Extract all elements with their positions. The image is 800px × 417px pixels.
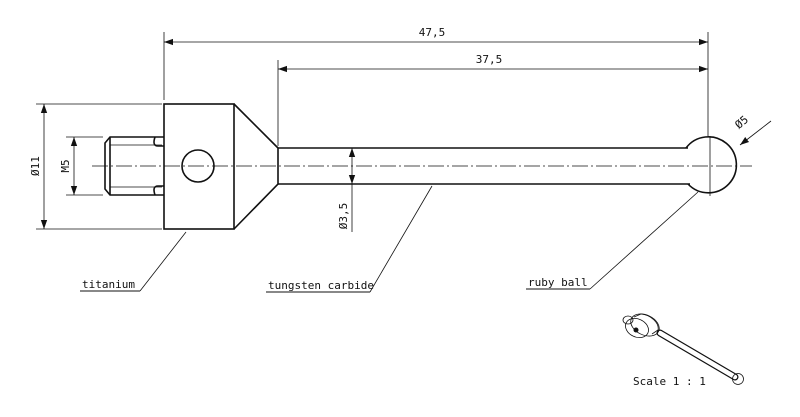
tungsten-carbide-label: tungsten carbide	[268, 279, 374, 292]
stem-length-dimension: 37,5	[476, 53, 503, 66]
cross-hole	[181, 149, 215, 183]
stylus-part	[92, 103, 752, 230]
dimensions: 47,5 37,5 Ø11 M5 Ø3,5 Ø5	[29, 26, 772, 232]
overall-length-dimension: 47,5	[419, 26, 446, 39]
head-diameter-dimension: Ø11	[29, 156, 42, 176]
thread-section	[104, 136, 164, 196]
titanium-body	[163, 103, 279, 230]
scale-label: Scale 1 : 1	[633, 375, 706, 388]
ruby-ball-label: ruby ball	[528, 276, 588, 289]
titanium-label: titanium	[82, 278, 135, 291]
material-labels: titanium tungsten carbide ruby ball	[80, 185, 699, 293]
stem-diameter-dimension: Ø3,5	[337, 203, 350, 230]
carbide-stem	[278, 147, 690, 185]
ruby-ball	[685, 136, 738, 196]
ball-diameter-dimension: Ø5	[732, 113, 751, 131]
isometric-preview: Scale 1 : 1	[622, 313, 744, 388]
thread-dimension: M5	[59, 159, 72, 172]
